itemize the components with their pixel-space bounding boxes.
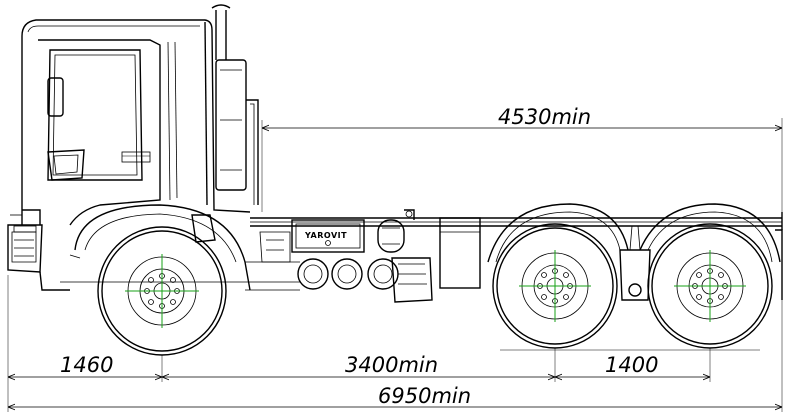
extension-lines bbox=[7, 118, 783, 412]
exhaust-stack bbox=[211, 4, 259, 205]
brand-label: YAROVIT bbox=[304, 231, 347, 240]
rear-wheel bbox=[647, 223, 773, 349]
front-fender bbox=[69, 204, 251, 291]
cab bbox=[7, 19, 251, 291]
middle-wheel bbox=[492, 223, 618, 349]
dimension-overall-length: 6950min bbox=[378, 384, 471, 408]
dimension-rear-axle-spacing: 1400 bbox=[605, 353, 658, 377]
chassis-equipment bbox=[191, 209, 481, 303]
front-wheel bbox=[97, 226, 227, 356]
dimension-frame-length: 4530min bbox=[498, 105, 591, 129]
dimension-front-overhang: 1460 bbox=[60, 353, 113, 377]
chassis-frame bbox=[60, 212, 783, 283]
rear-fenders bbox=[487, 203, 783, 301]
dimension-wheelbase: 3400min bbox=[345, 353, 438, 377]
